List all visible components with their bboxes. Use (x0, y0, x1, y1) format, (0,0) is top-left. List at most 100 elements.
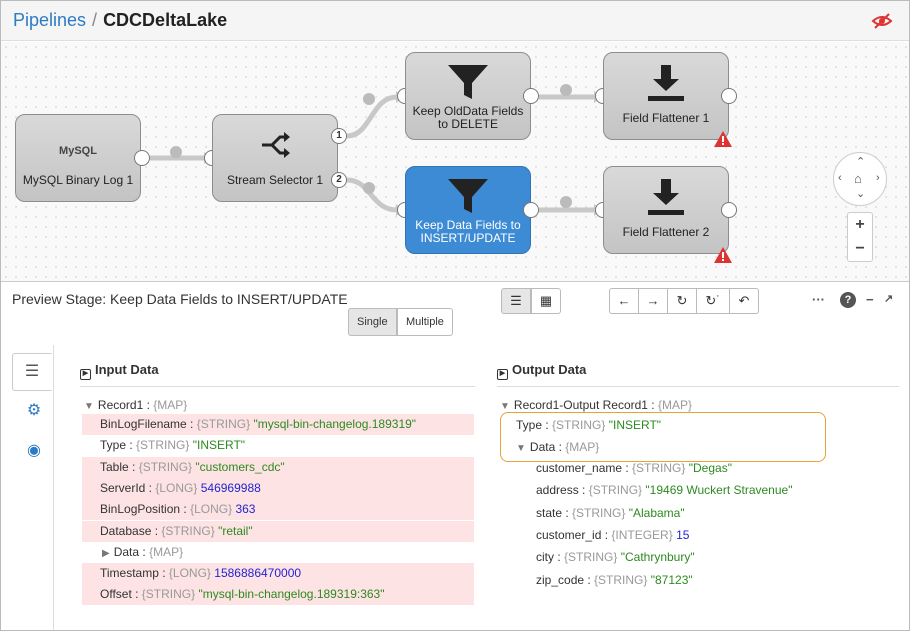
caret-icon: ▶ (102, 547, 110, 559)
pipeline-canvas[interactable]: MySQL MySQL Binary Log 1 Stream Selector… (1, 42, 909, 282)
field-type: {STRING} (564, 550, 618, 565)
field-key: Offset : (100, 587, 142, 602)
panel-toggle-icon[interactable]: ▶ (497, 369, 508, 380)
record-row[interactable]: ▼Record1-Output Record1 : {MAP} (482, 395, 862, 416)
field-row[interactable]: zip_code : {STRING} "87123" (518, 570, 878, 591)
field-row[interactable]: BinLogFilename : {STRING} "mysql-bin-cha… (82, 414, 474, 435)
zoom-control: + − (847, 212, 873, 262)
field-row[interactable]: customer_name : {STRING} "Degas" (518, 458, 878, 479)
record-row[interactable]: ▼Record1 : {MAP} (66, 395, 446, 416)
field-row[interactable]: address : {STRING} "19469 Wuckert Strave… (518, 480, 878, 501)
field-value: 15 (676, 527, 690, 542)
refresh-options-icon[interactable]: ↻˙ (696, 288, 730, 314)
field-row[interactable]: ▼Data : {MAP} (498, 437, 818, 458)
stage-keep-olddata-fields[interactable]: Keep OldData Fields to DELETE (405, 52, 531, 140)
home-icon[interactable]: ⌂ (854, 171, 862, 186)
field-row[interactable]: Table : {STRING} "customers_cdc" (82, 456, 474, 478)
field-type: {LONG} (155, 480, 198, 495)
stage-keep-data-fields[interactable]: Keep Data Fields to INSERT/UPDATE (405, 166, 531, 254)
breadcrumb-pipelines-link[interactable]: Pipelines (13, 10, 87, 30)
field-key: address : (536, 483, 589, 498)
stage-label: Stream Selector 1 (226, 173, 324, 187)
field-row[interactable]: state : {STRING} "Alabama" (518, 503, 878, 524)
field-row[interactable]: ▶Data : {MAP} (84, 542, 476, 563)
stage-field-flattener-1[interactable]: Field Flattener 1 (603, 52, 729, 140)
pan-left-icon[interactable]: ‹ (838, 172, 842, 184)
pan-up-icon[interactable]: ⌃ (856, 156, 866, 168)
stage-label: Field Flattener 2 (622, 225, 710, 239)
field-key: customer_name : (536, 461, 633, 475)
panel-toggle-icon[interactable]: ▶ (80, 369, 91, 380)
stage-field-flattener-2[interactable]: Field Flattener 2 (603, 166, 729, 254)
grid-view-button[interactable]: ▦ (531, 288, 561, 314)
field-value: "Alabama" (628, 505, 685, 520)
help-icon[interactable]: ? (840, 292, 856, 308)
field-type: {MAP} (153, 398, 188, 412)
field-key: Database : (100, 523, 162, 538)
pipeline-name: CDCDeltaLake (103, 10, 228, 30)
pan-control[interactable]: ⌃ ‹ ⌂ › ⌄ (833, 152, 887, 206)
refresh-icon[interactable]: ↻ (667, 288, 697, 314)
warning-icon[interactable] (713, 246, 733, 264)
field-value: "mysql-bin-changelog.189319:363" (198, 587, 385, 602)
field-row[interactable]: Timestamp : {LONG} 1586886470000 (82, 563, 474, 585)
stage-mysql-binary-log[interactable]: MySQL MySQL Binary Log 1 (15, 114, 141, 202)
highlight-box (500, 412, 826, 462)
field-value: 1586886470000 (214, 566, 302, 581)
pan-down-icon[interactable]: ⌄ (856, 188, 866, 200)
field-type: {STRING} (594, 572, 648, 587)
output-port[interactable] (523, 202, 539, 218)
stage-label: Keep OldData Fields to DELETE (412, 104, 524, 131)
shuffle-icon (262, 132, 290, 158)
stage-stream-selector[interactable]: Stream Selector 1 (212, 114, 338, 202)
output-data-title: ▶Output Data (497, 362, 586, 380)
field-row[interactable]: Type : {STRING} "INSERT" (498, 415, 818, 436)
field-row[interactable]: Database : {STRING} "retail" (82, 520, 474, 542)
eye-icon[interactable]: ◉ (27, 442, 41, 459)
download-icon (648, 65, 684, 101)
stage-label: Keep Data Fields to INSERT/UPDATE (415, 218, 521, 245)
divider (497, 386, 899, 387)
output-port-1[interactable]: 1 (331, 128, 347, 144)
field-value: "87123" (650, 572, 693, 587)
arrow-right-icon[interactable]: → (638, 288, 668, 314)
zoom-in-button[interactable]: + (855, 216, 865, 233)
output-port[interactable] (721, 88, 737, 104)
minimize-icon[interactable]: − (866, 292, 874, 307)
stage-label: Field Flattener 1 (622, 111, 710, 125)
field-type: {STRING} (138, 459, 193, 474)
warning-icon[interactable] (713, 130, 733, 148)
field-row[interactable]: ServerId : {LONG} 546969988 (82, 477, 474, 499)
more-icon[interactable]: ··· (812, 292, 825, 307)
field-type: {STRING} (632, 461, 686, 475)
field-row[interactable]: Type : {STRING} "INSERT" (82, 435, 474, 456)
output-port-2[interactable]: 2 (331, 172, 347, 188)
field-key: Record1-Output Record1 : (513, 398, 658, 412)
pan-right-icon[interactable]: › (876, 172, 880, 184)
field-key: state : (536, 505, 573, 520)
zoom-out-button[interactable]: − (855, 240, 865, 257)
output-port[interactable] (134, 150, 150, 166)
top-header: Pipelines/CDCDeltaLake (1, 1, 909, 41)
output-port[interactable] (523, 88, 539, 104)
field-row[interactable]: BinLogPosition : {LONG} 363 (82, 499, 474, 521)
field-row[interactable]: city : {STRING} "Cathrynbury" (518, 547, 878, 568)
funnel-icon (448, 179, 488, 213)
expand-icon[interactable]: ↗ (884, 293, 894, 305)
field-type: {MAP} (149, 544, 184, 559)
mode-single-button[interactable]: Single (348, 308, 397, 336)
field-value: "mysql-bin-changelog.189319" (253, 417, 417, 431)
output-port[interactable] (721, 202, 737, 218)
field-type: {INTEGER} (611, 527, 673, 542)
preview-sidebar: ☰ ⚙ ◉ (0, 345, 54, 630)
field-row[interactable]: customer_id : {INTEGER} 15 (518, 525, 878, 546)
preview-title: Preview Stage: Keep Data Fields to INSER… (12, 291, 348, 307)
field-row[interactable]: Offset : {STRING} "mysql-bin-changelog.1… (82, 584, 474, 606)
list-icon[interactable]: ☰ (12, 353, 52, 391)
gear-icon[interactable]: ⚙ (26, 402, 42, 419)
undo-icon[interactable]: ↶ (729, 288, 759, 314)
list-view-button[interactable]: ☰ (501, 288, 531, 314)
hide-issues-icon[interactable] (871, 11, 893, 31)
mode-multiple-button[interactable]: Multiple (397, 308, 453, 336)
arrow-left-icon[interactable]: ← (609, 288, 639, 314)
